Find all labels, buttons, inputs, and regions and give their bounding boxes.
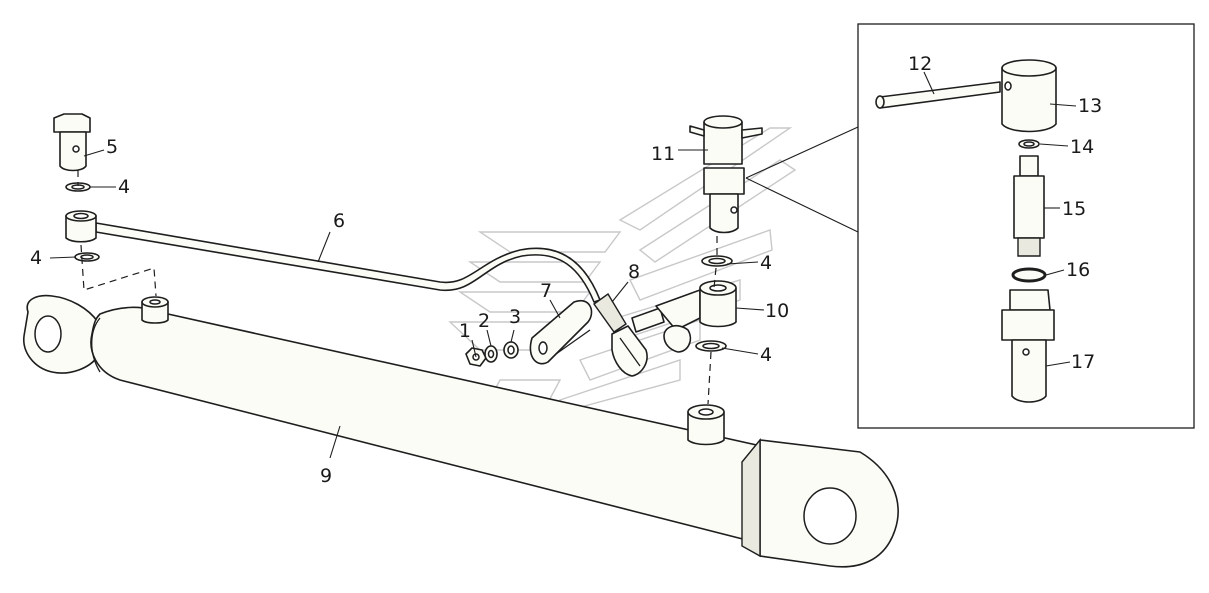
- callout-13: 13: [1078, 95, 1102, 117]
- pin-part-12: [875, 81, 1001, 109]
- callout-labels: 1 2 3 4 4 4 4 5 6 7 8 9 10 11 12 13 14 1…: [30, 53, 1102, 487]
- callout-12: 12: [908, 53, 932, 75]
- callout-10: 10: [765, 300, 789, 322]
- callout-3: 3: [509, 306, 521, 328]
- callout-4-lower-left: 4: [30, 247, 42, 269]
- ring-part-14: [1018, 139, 1040, 149]
- cap-part-13: [1001, 59, 1057, 133]
- callout-8: 8: [628, 261, 640, 283]
- callout-9: 9: [320, 465, 332, 487]
- o-ring-part-16: [1011, 267, 1047, 283]
- pipe-part-6: [65, 210, 601, 303]
- banjo-bolt-part-5: [53, 113, 91, 172]
- callout-4-upper-left: 4: [118, 176, 130, 198]
- detail-inset: [745, 23, 1195, 429]
- assembly-lines: [77, 170, 718, 405]
- callout-16: 16: [1066, 259, 1090, 281]
- callout-6: 6: [333, 210, 345, 232]
- bleeder-valve-part-11: [689, 115, 763, 234]
- washer-part-2: [484, 345, 498, 363]
- washer-part-4-right-lower: [695, 340, 727, 352]
- callout-7: 7: [540, 280, 552, 302]
- stem-part-15: [1013, 155, 1045, 257]
- hose-part-8: [593, 292, 648, 377]
- callout-17: 17: [1071, 351, 1095, 373]
- callout-leaders: [49, 71, 1077, 459]
- washer-part-4-right-upper: [701, 255, 733, 267]
- callout-5: 5: [106, 136, 118, 158]
- callout-14: 14: [1070, 136, 1094, 158]
- callout-1: 1: [459, 320, 471, 342]
- callout-2: 2: [478, 310, 490, 332]
- washer-part-4-lower-left: [74, 252, 100, 262]
- washer-part-3: [503, 341, 519, 359]
- callout-4-right-lower: 4: [760, 344, 772, 366]
- clamp-part-7: [529, 299, 593, 365]
- callout-11: 11: [651, 143, 675, 165]
- elbow-fitting-part-10: [631, 280, 737, 353]
- hydraulic-cylinder-part-9: [23, 294, 899, 568]
- callout-4-right-upper: 4: [760, 252, 772, 274]
- callout-15: 15: [1062, 198, 1086, 220]
- valve-body-part-17: [1001, 289, 1055, 403]
